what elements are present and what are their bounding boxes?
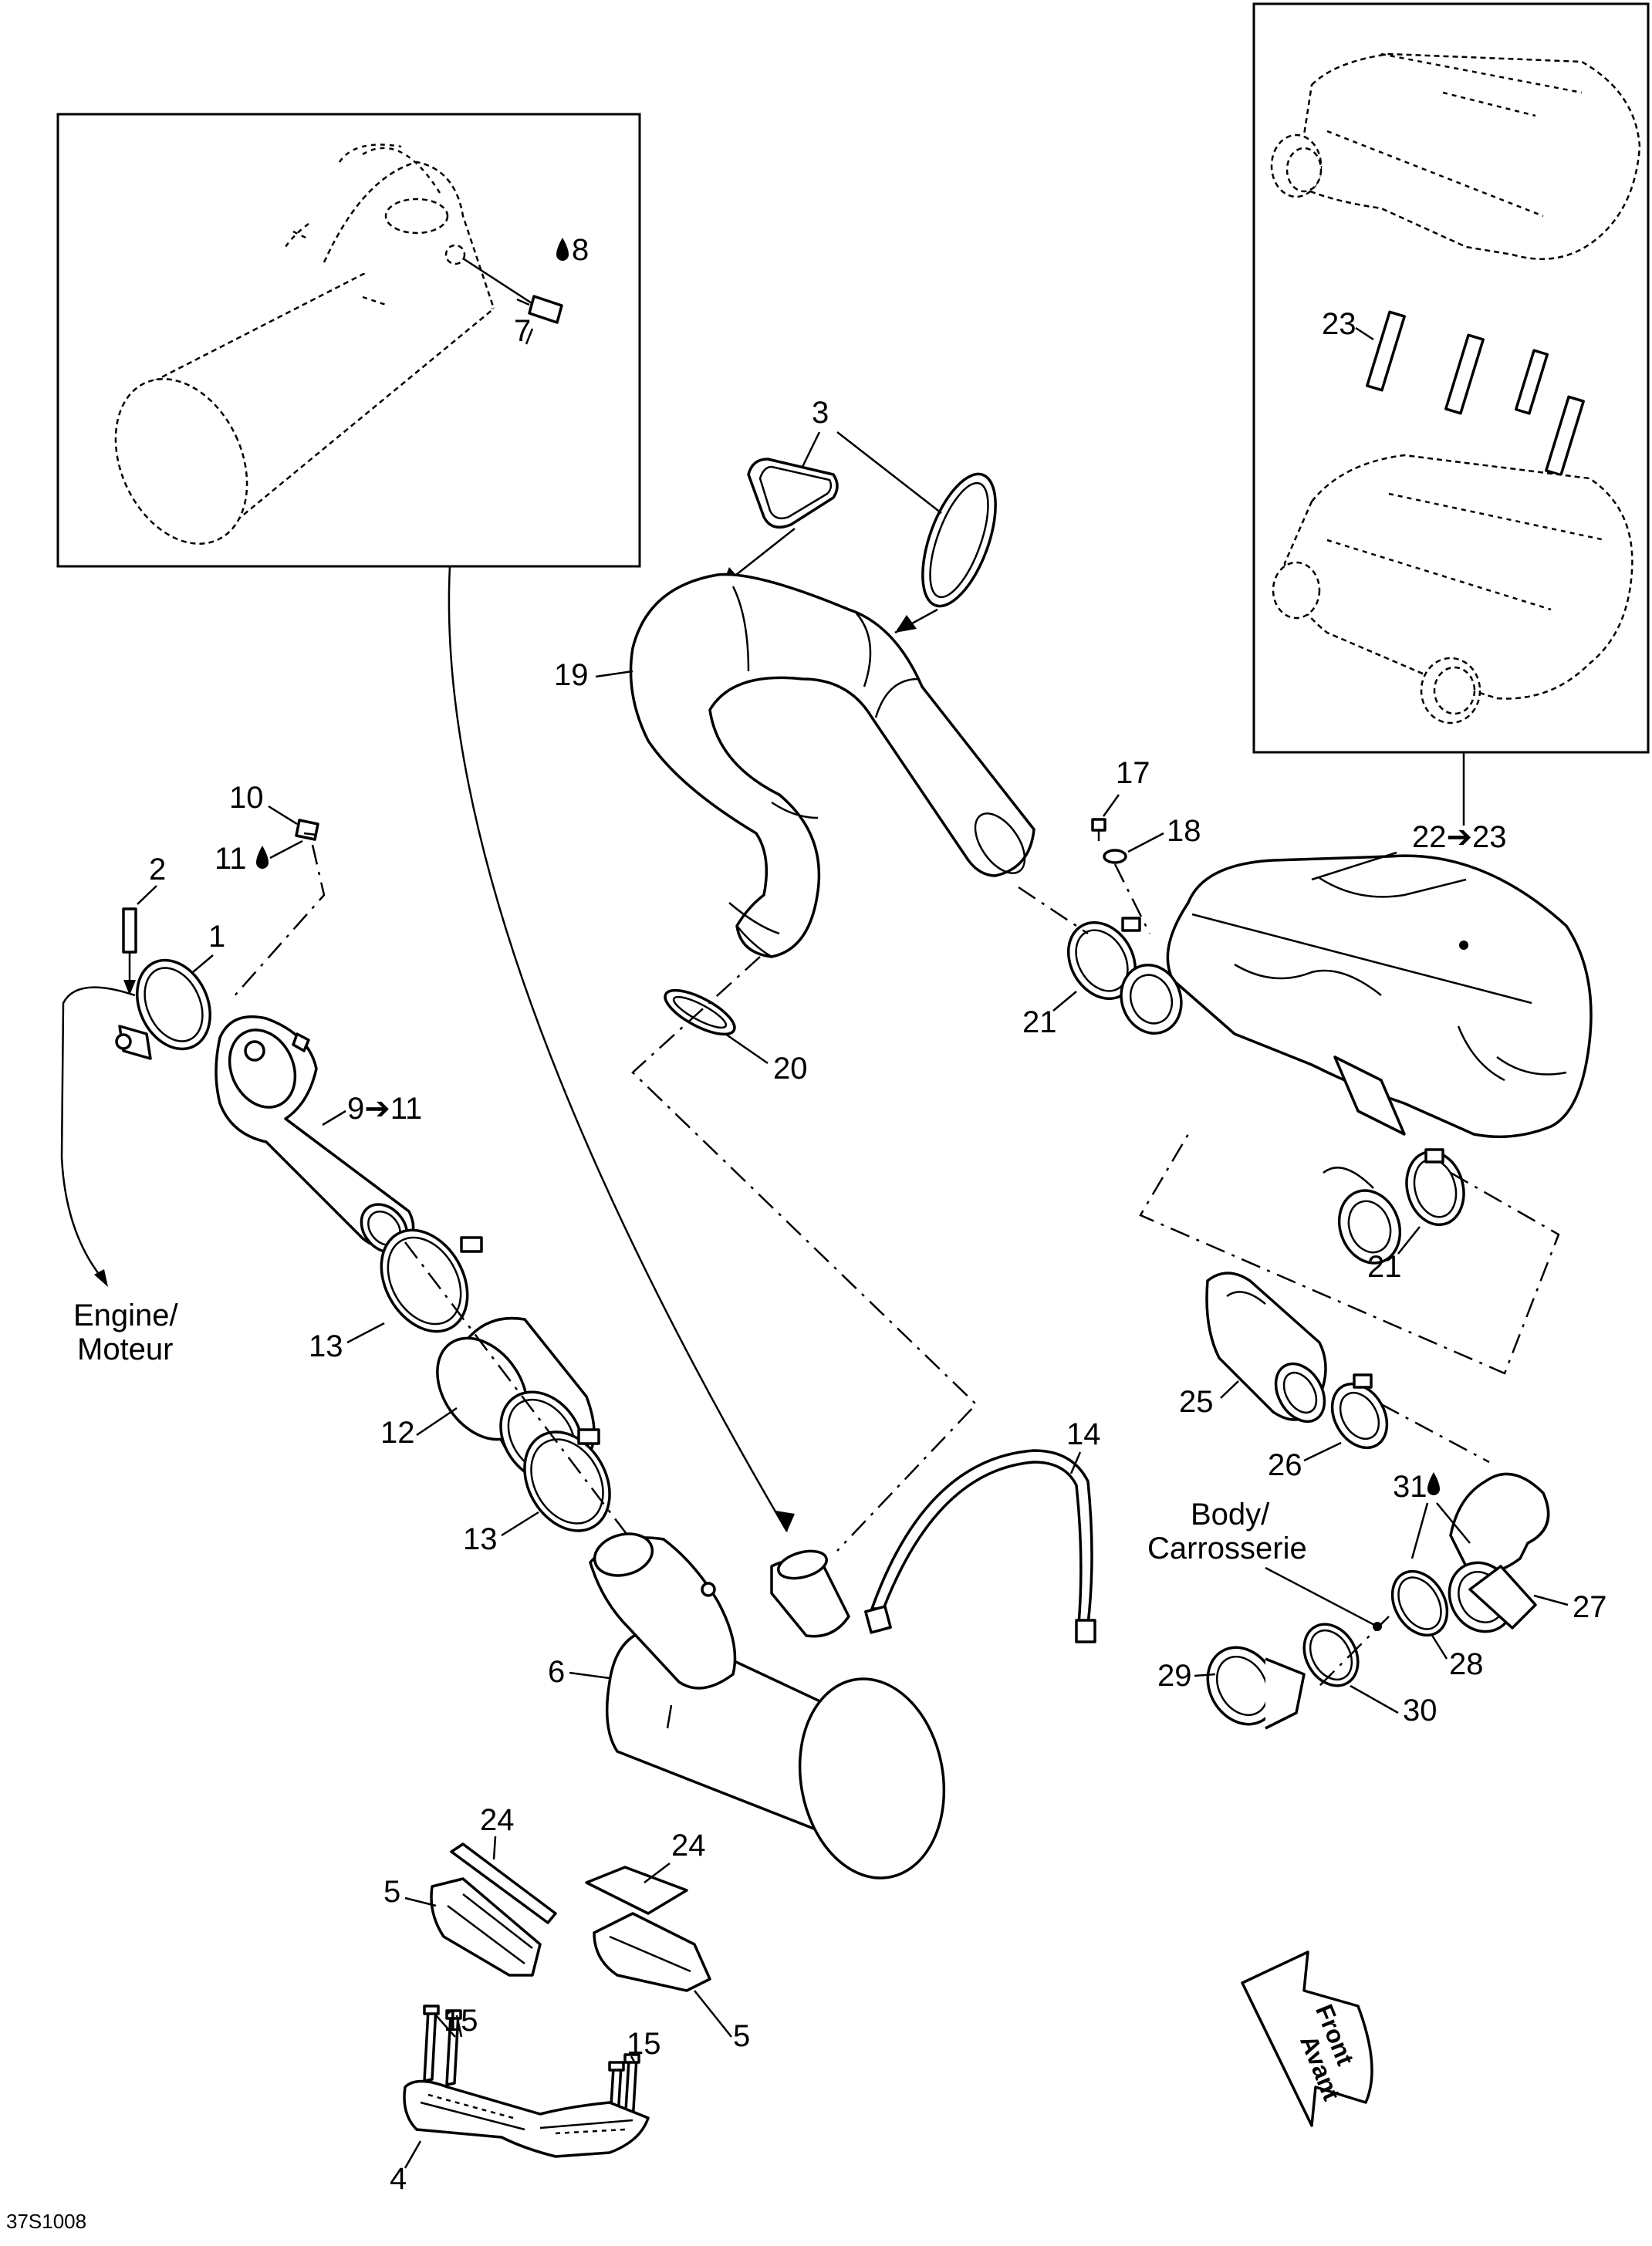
part-5-bracket-left bbox=[430, 1877, 542, 1977]
detail-box-resonator: 23 bbox=[1252, 2, 1650, 754]
part-17-screw bbox=[1091, 818, 1106, 841]
part-25-elbow-hose bbox=[1205, 1272, 1327, 1424]
part-18-washer bbox=[1103, 849, 1127, 864]
body-label-line1: Body/ bbox=[1191, 1498, 1270, 1532]
part-15-screws-left bbox=[423, 2005, 462, 2086]
label-5-left: 5 bbox=[383, 1875, 400, 1909]
leader-detail-to-muffler bbox=[448, 566, 789, 1532]
part-24-pad-right bbox=[585, 1866, 688, 1915]
part-23-strip-2 bbox=[1444, 333, 1485, 415]
part-30-gasket bbox=[1302, 1623, 1360, 1687]
engine-label-line1: Engine/ bbox=[73, 1299, 179, 1332]
loctite-drop-icon-11 bbox=[256, 846, 269, 869]
part-23-strip-4 bbox=[1545, 395, 1585, 477]
part-2-pin bbox=[122, 907, 137, 954]
part-21-clamp-lower bbox=[1405, 1148, 1465, 1227]
label-25: 25 bbox=[1179, 1385, 1214, 1419]
engine-label-line2: Moteur bbox=[77, 1332, 174, 1366]
label-6: 6 bbox=[548, 1655, 565, 1689]
part-27-outlet-elbow bbox=[1448, 1472, 1550, 1633]
part-28-gasket bbox=[1390, 1569, 1449, 1637]
body-label-line2: Carrosserie bbox=[1147, 1532, 1307, 1565]
label-27: 27 bbox=[1573, 1590, 1607, 1624]
part-7-sensor bbox=[516, 295, 563, 345]
part-26-clamp bbox=[1330, 1373, 1389, 1450]
label-13-upper: 13 bbox=[309, 1329, 343, 1363]
part-10-plug bbox=[295, 819, 319, 841]
label-9-11: 9➔11 bbox=[347, 1092, 422, 1126]
label-21-lower: 21 bbox=[1367, 1250, 1402, 1284]
label-30: 30 bbox=[1403, 1694, 1437, 1728]
part-29-flange bbox=[1206, 1646, 1306, 1730]
label-20: 20 bbox=[773, 1052, 808, 1086]
label-31: 31 bbox=[1393, 1470, 1427, 1504]
part-3-gaskets bbox=[747, 458, 997, 608]
label-7: 7 bbox=[514, 314, 531, 348]
loctite-drop-icon-8 bbox=[556, 238, 569, 261]
label-22-23: 22➔23 bbox=[1412, 820, 1507, 854]
label-15-right: 15 bbox=[627, 2027, 661, 2061]
part-4-support-plate bbox=[403, 2079, 650, 2158]
label-4: 4 bbox=[390, 2162, 407, 2196]
engine-leader bbox=[60, 986, 136, 1282]
label-21-upper: 21 bbox=[1022, 1005, 1057, 1039]
part-23-strip-1 bbox=[1366, 310, 1406, 392]
part-1-v-clamp bbox=[115, 958, 212, 1060]
label-14: 14 bbox=[1066, 1417, 1101, 1451]
label-1: 1 bbox=[208, 920, 225, 954]
label-19: 19 bbox=[554, 658, 589, 692]
label-8: 8 bbox=[572, 233, 589, 267]
diagram-id: 37S1008 bbox=[6, 2210, 86, 2233]
part-23-strip-3 bbox=[1514, 349, 1549, 415]
part-6-muffler bbox=[589, 1532, 946, 1880]
label-12: 12 bbox=[380, 1416, 415, 1450]
label-24-left: 24 bbox=[480, 1803, 515, 1837]
loctite-drop-icon-31 bbox=[1427, 1472, 1440, 1495]
label-3: 3 bbox=[812, 396, 829, 430]
label-23: 23 bbox=[1322, 307, 1356, 341]
part-14-strap bbox=[864, 1449, 1096, 1643]
part-13-clamp-upper bbox=[380, 1228, 483, 1333]
label-2: 2 bbox=[149, 853, 166, 887]
label-18: 18 bbox=[1167, 814, 1201, 848]
label-11: 11 bbox=[215, 842, 247, 876]
label-29: 29 bbox=[1157, 1659, 1192, 1693]
label-26: 26 bbox=[1268, 1448, 1302, 1482]
detail-box-muffler bbox=[56, 113, 641, 568]
part-19-exhaust-pipe bbox=[629, 572, 1035, 958]
part-5-bracket-right bbox=[593, 1912, 711, 1992]
part-13-clamp-lower bbox=[523, 1428, 611, 1532]
label-24-right: 24 bbox=[671, 1829, 706, 1863]
label-5-right: 5 bbox=[733, 2019, 750, 2053]
part-22-resonator bbox=[1120, 851, 1593, 1265]
label-10: 10 bbox=[229, 781, 264, 815]
label-28: 28 bbox=[1449, 1647, 1484, 1681]
part-24-pad-left bbox=[450, 1842, 557, 1924]
label-17: 17 bbox=[1116, 756, 1150, 790]
label-13-lower: 13 bbox=[463, 1522, 498, 1556]
part-9-manifold-pipe bbox=[215, 1015, 415, 1254]
front-direction-arrow-icon: Front Avant bbox=[1241, 1950, 1373, 2127]
